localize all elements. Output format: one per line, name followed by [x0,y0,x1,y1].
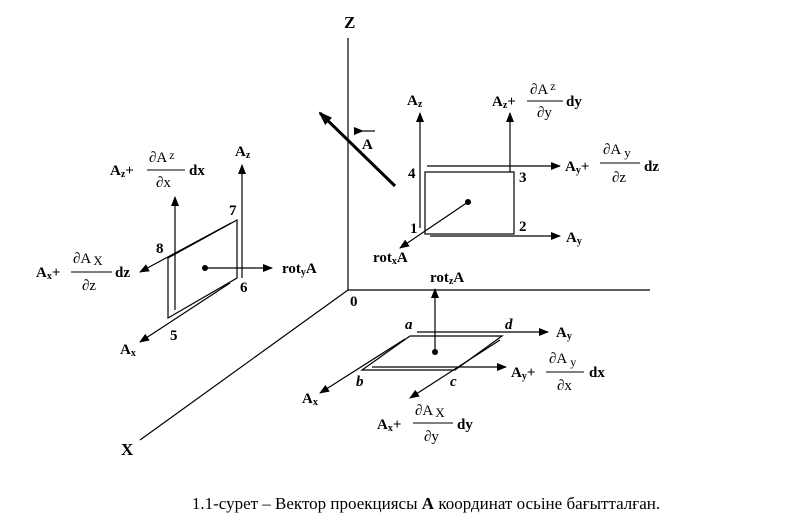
corner-a: a [405,317,413,333]
corner-6: 6 [240,280,248,296]
corner-7: 7 [229,203,237,219]
xy-parallelogram [360,335,504,371]
ax-plus-arrow [139,222,232,273]
xz-parallelogram [167,218,238,320]
svg-text:dy: dy [457,417,473,433]
center-dot [465,199,471,205]
vector-a: A [318,111,397,188]
corner-5: 5 [170,328,178,344]
svg-text:∂AX: ∂AX [73,251,103,268]
svg-text:dy: dy [566,94,582,110]
origin-label: 0 [350,294,358,310]
rot-x-label: rotxA [373,250,408,267]
svg-text:∂x: ∂x [557,378,572,394]
ay-label: Ay [556,325,572,342]
svg-text:dz: dz [115,265,130,281]
corner-b: b [356,374,364,390]
caption-suffix: координат осьіне бағытталған. [434,494,661,513]
svg-text:dz: dz [644,159,659,175]
svg-text:Az+: Az+ [492,94,516,111]
svg-text:∂Ay: ∂Ay [549,351,576,369]
corner-d: d [505,317,513,333]
corner-1: 1 [410,221,418,237]
svg-text:Ax+: Ax+ [377,417,401,434]
ax-plus-arrow [409,339,501,399]
svg-text:Ay+: Ay+ [511,365,535,382]
caption-prefix: 1.1-сурет – Вектор проекциясы [191,494,422,513]
caption-bold: A [421,494,435,513]
svg-text:dx: dx [189,163,205,179]
svg-text:∂AX: ∂AX [415,403,445,420]
az-label: Az [235,144,251,161]
z-axis-label: Z [344,13,355,32]
svg-text:∂x: ∂x [156,175,171,191]
svg-text:∂z: ∂z [612,170,626,186]
corner-3: 3 [519,170,527,186]
x-axis-label: X [121,440,134,459]
svg-text:∂y: ∂y [424,429,439,445]
ax-label: Ax [120,342,136,359]
rot-y-label: rotyA [282,261,317,278]
yz-rectangle [424,171,515,235]
center-dot [202,265,208,271]
rot-x-arrow [399,201,469,249]
x-axis [139,289,349,441]
svg-text:∂Ay: ∂Ay [603,142,631,160]
ax-arrow [319,338,406,394]
svg-text:Az+: Az+ [110,163,134,180]
svg-text:∂z: ∂z [82,278,96,294]
svg-text:Ay+: Ay+ [565,159,589,176]
coordinate-axes: Z X 0 [121,13,650,459]
ay-label: Ay [566,230,582,247]
corner-8: 8 [156,241,164,257]
rot-z-label: rotzA [430,270,464,287]
ax-label: Ax [302,391,318,408]
figure-caption: 1.1-сурет – Вектор проекциясы A координа… [0,494,802,514]
svg-text:Ax+: Ax+ [36,265,60,282]
svg-text:dx: dx [589,365,605,381]
svg-text:∂y: ∂y [537,105,552,121]
svg-text:∂Az: ∂Az [149,148,175,166]
vector-a-arrow [318,111,397,188]
ax-arrow [139,282,231,343]
corner-4: 4 [408,166,416,182]
center-dot [432,349,438,355]
az-label: Az [407,93,423,110]
corner-c: c [450,374,457,390]
svg-text:∂Az: ∂Az [530,79,556,98]
vector-a-label: A [362,137,373,153]
corner-2: 2 [519,219,527,235]
